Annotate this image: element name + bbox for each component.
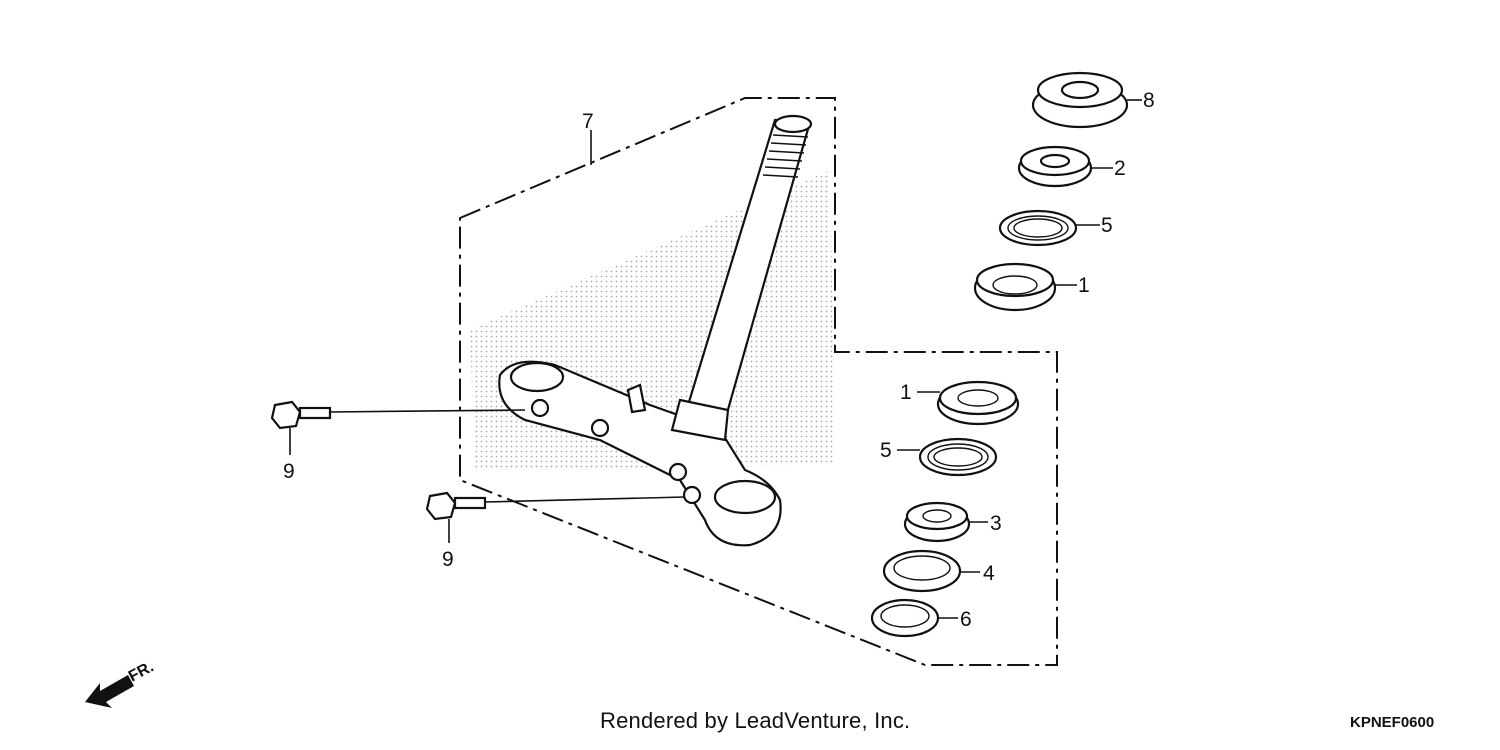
lock-nut (1031, 71, 1142, 129)
callout-dust-seal: 4 (983, 562, 995, 585)
lower-outer-race (917, 380, 1020, 426)
assembly-boundary (459, 97, 1058, 666)
dust-seal (882, 549, 980, 593)
bolt-lower (425, 491, 686, 521)
callout-bolt-lower: 9 (442, 548, 454, 571)
callout-upper-race: 1 (1078, 274, 1090, 297)
lower-ball-bearing (897, 437, 998, 477)
steering-stem (498, 114, 813, 547)
front-arrow-icon: FR. (85, 658, 157, 708)
callout-lower-race: 1 (900, 381, 912, 404)
callout-bolt-upper: 9 (283, 460, 295, 483)
callout-lower-cone: 3 (990, 512, 1002, 535)
callout-upper-cone: 2 (1114, 157, 1126, 180)
callout-upper-balls: 5 (1101, 214, 1113, 237)
upper-cone-race (1017, 145, 1113, 188)
lower-inner-cone (903, 501, 988, 543)
washer (870, 598, 958, 638)
upper-ball-bearing (998, 209, 1100, 247)
callout-stem: 7 (582, 110, 594, 133)
callout-lock-nut: 8 (1143, 89, 1155, 112)
callout-washer: 6 (960, 608, 972, 631)
diagram-code: KPNEF0600 (1350, 714, 1435, 731)
credit-text: Rendered by LeadVenture, Inc. (600, 708, 911, 733)
upper-outer-race (973, 262, 1077, 312)
callout-lower-balls: 5 (880, 439, 892, 462)
bolt-upper (270, 400, 526, 430)
